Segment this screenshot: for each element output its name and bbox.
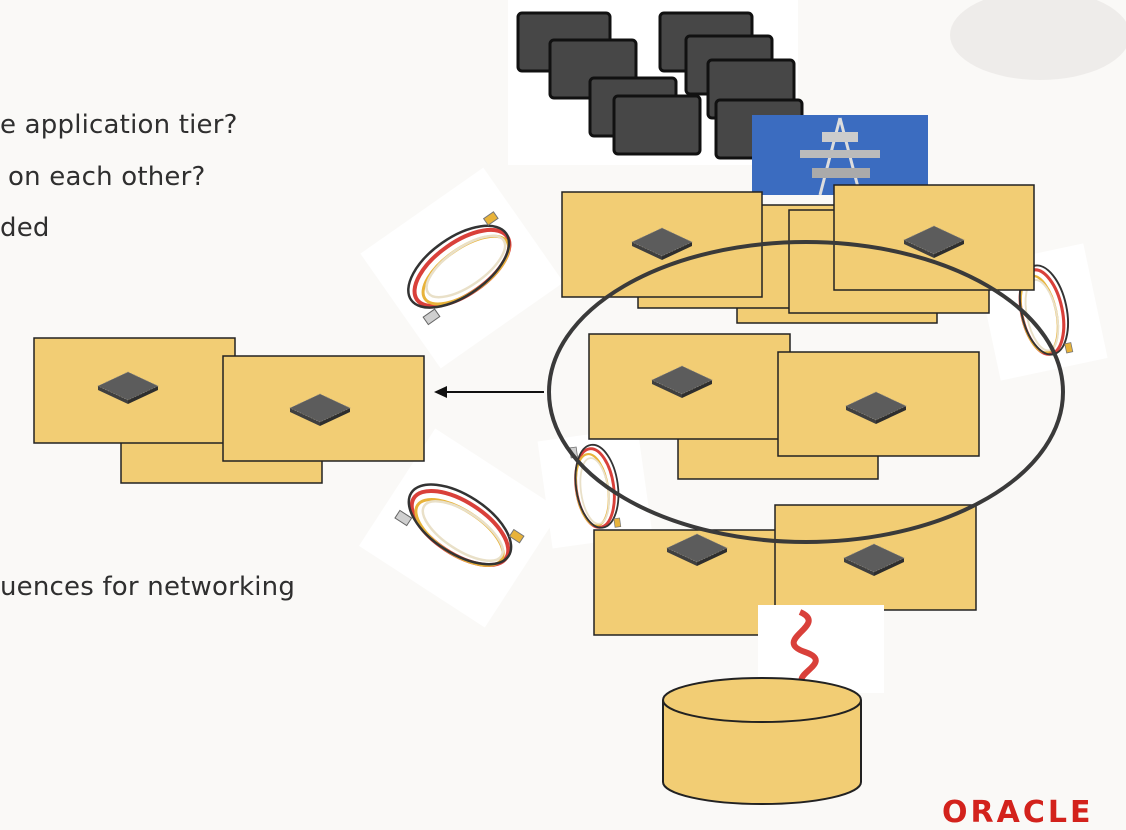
server-stack-left	[33, 337, 425, 484]
bullet-line-networking: uences for networking	[0, 572, 296, 602]
bullet-line-application-tier: e application tier?	[0, 110, 238, 140]
network-cable-image-top	[358, 165, 566, 371]
oracle-logo: ORACLE	[942, 795, 1094, 830]
bullet-line-each-other: on each other?	[8, 162, 206, 192]
database-cylinder	[662, 677, 862, 805]
background-smudge	[950, 0, 1126, 80]
server-stack-top	[561, 184, 1035, 324]
server-stack-middle	[588, 333, 980, 480]
highlight-ellipse	[547, 240, 1065, 544]
device-cluster	[508, 0, 804, 165]
cell-tower-image	[752, 115, 928, 196]
bullet-line-ded: ded	[0, 213, 50, 243]
migration-arrow	[434, 386, 544, 398]
